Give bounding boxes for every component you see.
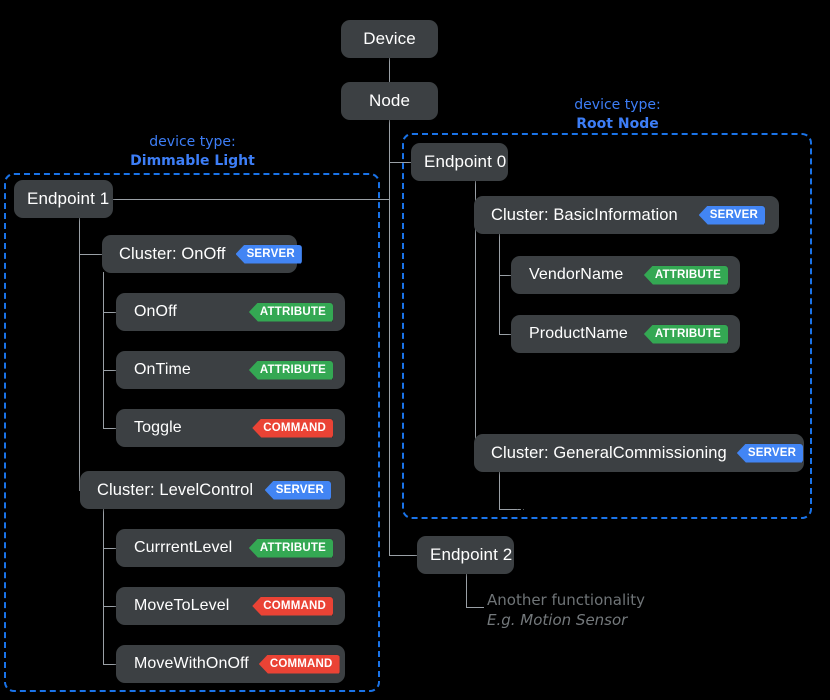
- device-type-label-root-node: device type: Root Node: [515, 96, 720, 134]
- node-endpoint-1-label: Endpoint 1: [27, 189, 110, 208]
- connector-onoff-to-toggle-cmd: [103, 428, 121, 429]
- node-endpoint-0-label: Endpoint 0: [424, 152, 507, 171]
- node-cluster-onoff[interactable]: Cluster: OnOff SERVER: [102, 235, 302, 273]
- generalcommissioning-ellipsis: ...: [516, 503, 526, 512]
- node-node[interactable]: Node: [341, 82, 438, 120]
- command-movewithonoff-label: MoveWithOnOff: [134, 655, 249, 672]
- device-type-name-dimmable: Dimmable Light: [130, 153, 255, 169]
- cluster-onoff-label: Cluster: OnOff: [119, 244, 226, 263]
- node-attribute-ontime[interactable]: OnTime ATTRIBUTE: [116, 351, 345, 389]
- node-endpoint-2-label: Endpoint 2: [430, 545, 513, 564]
- connector-spine-endpoint2: [389, 555, 417, 556]
- connector-onoff-children-spine: [103, 272, 104, 428]
- node-attribute-currentlevel[interactable]: CurrrentLevel ATTRIBUTE: [116, 529, 345, 567]
- device-type-label-dimmable-light: device type: Dimmable Light: [90, 133, 295, 171]
- connector-device-node: [389, 58, 390, 82]
- device-type-group-root-node: [402, 133, 812, 519]
- connector-endpoint2-annotation: [466, 573, 484, 608]
- connector-levelcontrol-to-movewithonoff: [103, 664, 121, 665]
- node-endpoint-0[interactable]: Endpoint 0: [411, 143, 508, 181]
- node-endpoint-1[interactable]: Endpoint 1: [14, 180, 113, 218]
- badge-command-toggle: COMMAND: [252, 418, 333, 438]
- node-attribute-productname[interactable]: ProductName ATTRIBUTE: [511, 315, 740, 353]
- connector-onoff-to-ontime-attr: [103, 370, 121, 371]
- attribute-vendorname-label: VendorName: [529, 266, 624, 283]
- badge-attribute-productname: ATTRIBUTE: [643, 324, 728, 344]
- node-device[interactable]: Device: [341, 20, 438, 58]
- node-attribute-vendorname[interactable]: VendorName ATTRIBUTE: [511, 256, 740, 294]
- attribute-currentlevel-label: CurrrentLevel: [134, 539, 233, 556]
- device-type-prefix-dimmable: device type:: [149, 134, 236, 150]
- connector-endpoint1-children-spine: [79, 217, 80, 491]
- connector-levelcontrol-to-movetolevel: [103, 606, 121, 607]
- endpoint-2-annotation-line1: Another functionality: [487, 591, 646, 609]
- device-type-name-root: Root Node: [576, 116, 659, 132]
- connector-endpoint0-children-spine: [475, 180, 476, 453]
- node-cluster-basicinformation[interactable]: Cluster: BasicInformation SERVER: [474, 196, 779, 234]
- node-device-label: Device: [363, 29, 416, 48]
- endpoint-2-annotation-line2: E.g. Motion Sensor: [487, 611, 628, 629]
- connector-generalcommissioning-stub: [499, 471, 521, 510]
- badge-command-movetolevel: COMMAND: [252, 596, 333, 616]
- command-movetolevel-label: MoveToLevel: [134, 597, 230, 614]
- node-endpoint-2[interactable]: Endpoint 2: [417, 536, 514, 574]
- node-cluster-levelcontrol[interactable]: Cluster: LevelControl SERVER: [80, 471, 345, 509]
- attribute-ontime-label: OnTime: [134, 361, 191, 378]
- badge-server-generalcommissioning: SERVER: [736, 443, 804, 463]
- connector-endpoint1-to-onoff: [79, 254, 102, 255]
- node-command-movewithonoff[interactable]: MoveWithOnOff COMMAND: [116, 645, 345, 683]
- node-command-movetolevel[interactable]: MoveToLevel COMMAND: [116, 587, 345, 625]
- connector-levelcontrol-to-currentlevel: [103, 548, 121, 549]
- connector-basicinformation-children-spine: [499, 233, 500, 334]
- command-toggle-label: Toggle: [134, 419, 182, 436]
- badge-attribute-vendorname: ATTRIBUTE: [643, 265, 728, 285]
- cluster-generalcommissioning-label: Cluster: GeneralCommissioning: [491, 443, 727, 462]
- badge-attribute-currentlevel: ATTRIBUTE: [248, 538, 333, 558]
- connector-spine-endpoint0: [389, 162, 411, 163]
- badge-server-basicinformation: SERVER: [698, 205, 765, 225]
- badge-command-movewithonoff: COMMAND: [258, 654, 340, 674]
- node-command-toggle[interactable]: Toggle COMMAND: [116, 409, 345, 447]
- device-type-group-dimmable-light: [4, 173, 380, 692]
- cluster-levelcontrol-label: Cluster: LevelControl: [97, 480, 254, 499]
- connector-levelcontrol-children-spine: [103, 508, 104, 664]
- cluster-basicinformation-label: Cluster: BasicInformation: [491, 205, 678, 224]
- badge-attribute-onoff: ATTRIBUTE: [248, 302, 333, 322]
- badge-server-levelcontrol: SERVER: [264, 480, 331, 500]
- badge-attribute-ontime: ATTRIBUTE: [248, 360, 333, 380]
- attribute-onoff-label: OnOff: [134, 303, 177, 320]
- connector-spine-endpoint1: [113, 199, 390, 200]
- endpoint-2-annotation: Another functionality E.g. Motion Sensor: [487, 590, 645, 630]
- connector-node-spine: [389, 119, 390, 555]
- node-node-label: Node: [368, 91, 411, 110]
- connector-basicinformation-to-productname: [499, 334, 517, 335]
- attribute-productname-label: ProductName: [529, 325, 628, 342]
- connector-basicinformation-to-vendorname: [499, 275, 517, 276]
- device-type-prefix-root: device type:: [574, 97, 661, 113]
- badge-server-onoff: SERVER: [235, 244, 302, 264]
- connector-onoff-to-onoff-attr: [103, 312, 121, 313]
- node-attribute-onoff[interactable]: OnOff ATTRIBUTE: [116, 293, 345, 331]
- node-cluster-generalcommissioning[interactable]: Cluster: GeneralCommissioning SERVER: [474, 434, 804, 472]
